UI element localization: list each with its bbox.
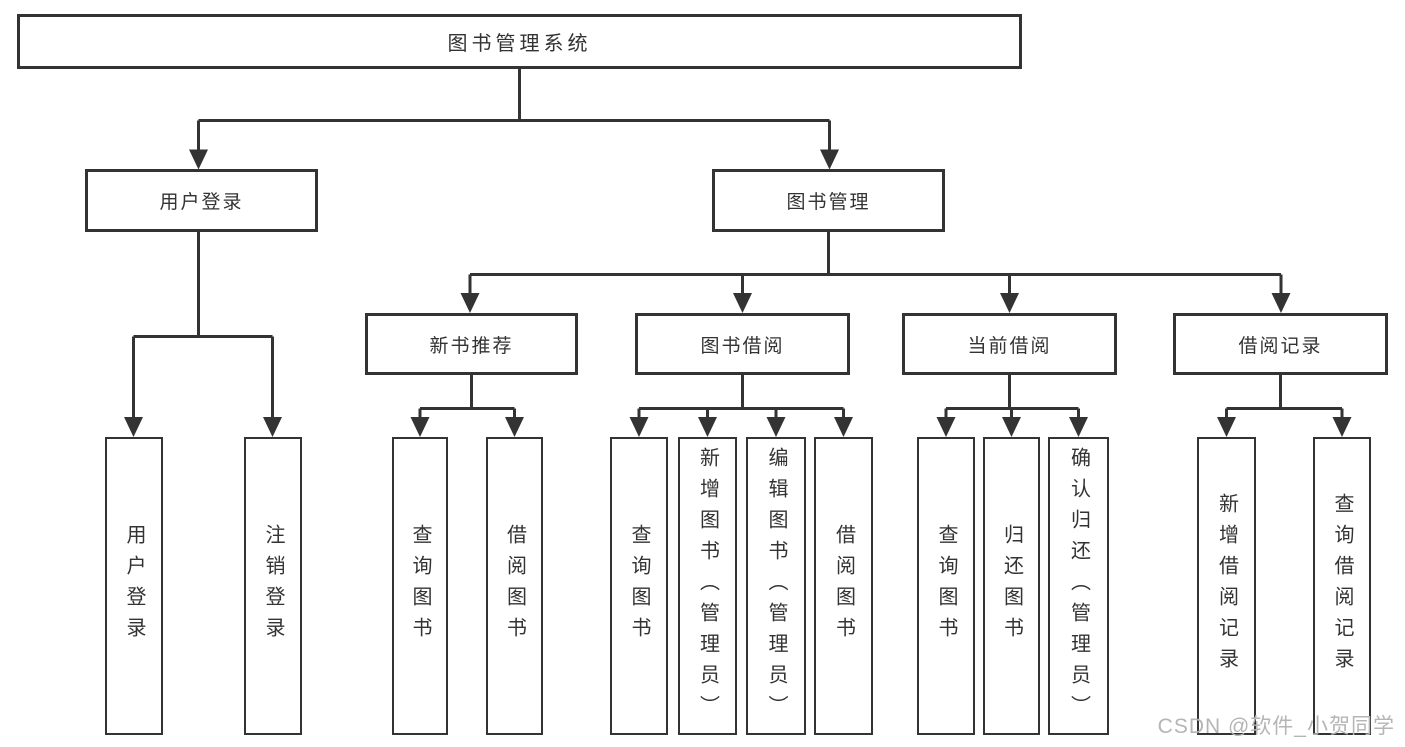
arrow-down-icon [766, 417, 786, 437]
arrow-down-icon [460, 293, 480, 313]
leaf-borrow-books-recommend: 借阅图书 [486, 437, 543, 735]
leaf-confirm-return-admin: 确认归还（管理员） [1048, 437, 1109, 735]
arrow-down-icon [1271, 293, 1291, 313]
arrow-down-icon [1069, 417, 1088, 437]
leaf-user-login: 用户登录 [105, 437, 163, 735]
connector-new-book-split [410, 375, 524, 437]
leaf-return-books: 归还图书 [983, 437, 1040, 735]
leaf-add-books-admin: 新增图书（管理员） [678, 437, 737, 735]
node-current-borrow: 当前借阅 [902, 313, 1117, 375]
csdn-watermark: CSDN @软件_小贺同学 [1157, 715, 1395, 738]
node-library-system: 图书管理系统 [17, 14, 1022, 69]
arrow-down-icon [698, 417, 717, 437]
arrow-down-icon [263, 417, 282, 437]
leaf-borrow-books: 借阅图书 [814, 437, 873, 735]
connector-borrow-records-split [1217, 375, 1352, 437]
arrow-down-icon [1217, 417, 1236, 437]
arrow-down-icon [820, 149, 839, 170]
arrow-down-icon [1000, 293, 1019, 313]
node-borrow-records: 借阅记录 [1173, 313, 1388, 375]
node-user-login: 用户登录 [85, 169, 318, 232]
arrow-down-icon [834, 417, 853, 437]
leaf-query-books-recommend: 查询图书 [392, 437, 448, 735]
connector-user-login-split [124, 232, 282, 437]
connector-current-borrow-split [936, 375, 1088, 437]
arrow-down-icon [1332, 417, 1352, 437]
leaf-query-borrow-record: 查询借阅记录 [1313, 437, 1371, 735]
arrow-down-icon [410, 417, 430, 437]
connector-book-management-split [460, 232, 1291, 313]
arrow-down-icon [629, 417, 649, 437]
leaf-edit-books-admin: 编辑图书（管理员） [746, 437, 806, 735]
arrow-down-icon [189, 149, 208, 170]
arrow-down-icon [936, 417, 956, 437]
leaf-query-books-borrow: 查询图书 [610, 437, 668, 735]
arrow-down-icon [1002, 417, 1021, 437]
node-book-borrow: 图书借阅 [635, 313, 850, 375]
leaf-query-books-current: 查询图书 [917, 437, 975, 735]
connector-root-split [189, 69, 839, 170]
arrow-down-icon [505, 417, 524, 437]
leaf-add-borrow-record: 新增借阅记录 [1197, 437, 1256, 735]
arrow-down-icon [124, 417, 143, 437]
node-book-management: 图书管理 [712, 169, 945, 232]
leaf-logout: 注销登录 [244, 437, 302, 735]
connector-book-borrow-split [629, 375, 853, 437]
node-new-book-recommend: 新书推荐 [365, 313, 578, 375]
arrow-down-icon [733, 293, 752, 313]
